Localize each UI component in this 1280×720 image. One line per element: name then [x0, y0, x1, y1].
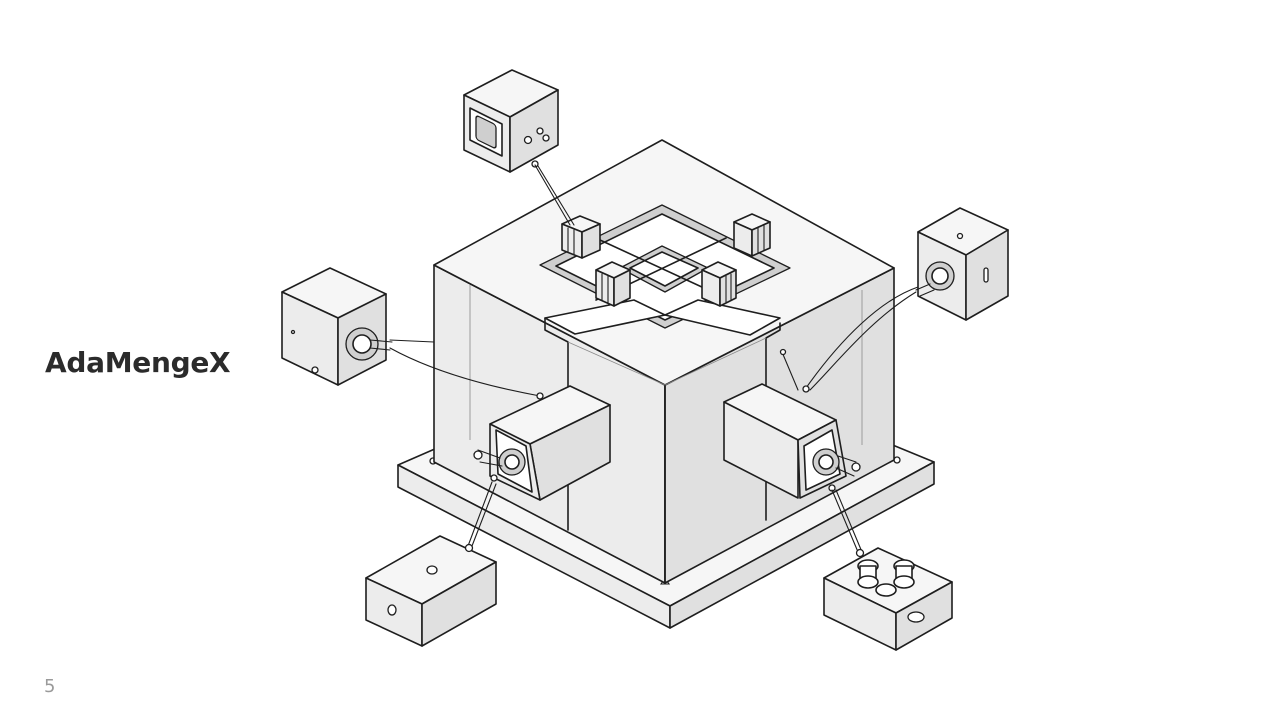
top-actuator-back-right [733, 213, 771, 257]
slide-page-number: 5 [44, 676, 56, 697]
external-module-top [463, 69, 559, 173]
external-module-bottom-right [823, 547, 953, 651]
front-right-motor-module [723, 383, 861, 499]
connecting-cables [389, 164, 919, 558]
front-left-motor-module [473, 385, 611, 501]
top-actuator-front-right [701, 261, 737, 307]
top-actuator-front-left [595, 261, 631, 307]
top-actuator-back-left [561, 215, 601, 259]
external-module-bottom-left [365, 535, 497, 647]
external-module-right [915, 207, 1009, 321]
slide-title: AdaMengeX [45, 346, 231, 379]
external-module-left [281, 267, 393, 386]
